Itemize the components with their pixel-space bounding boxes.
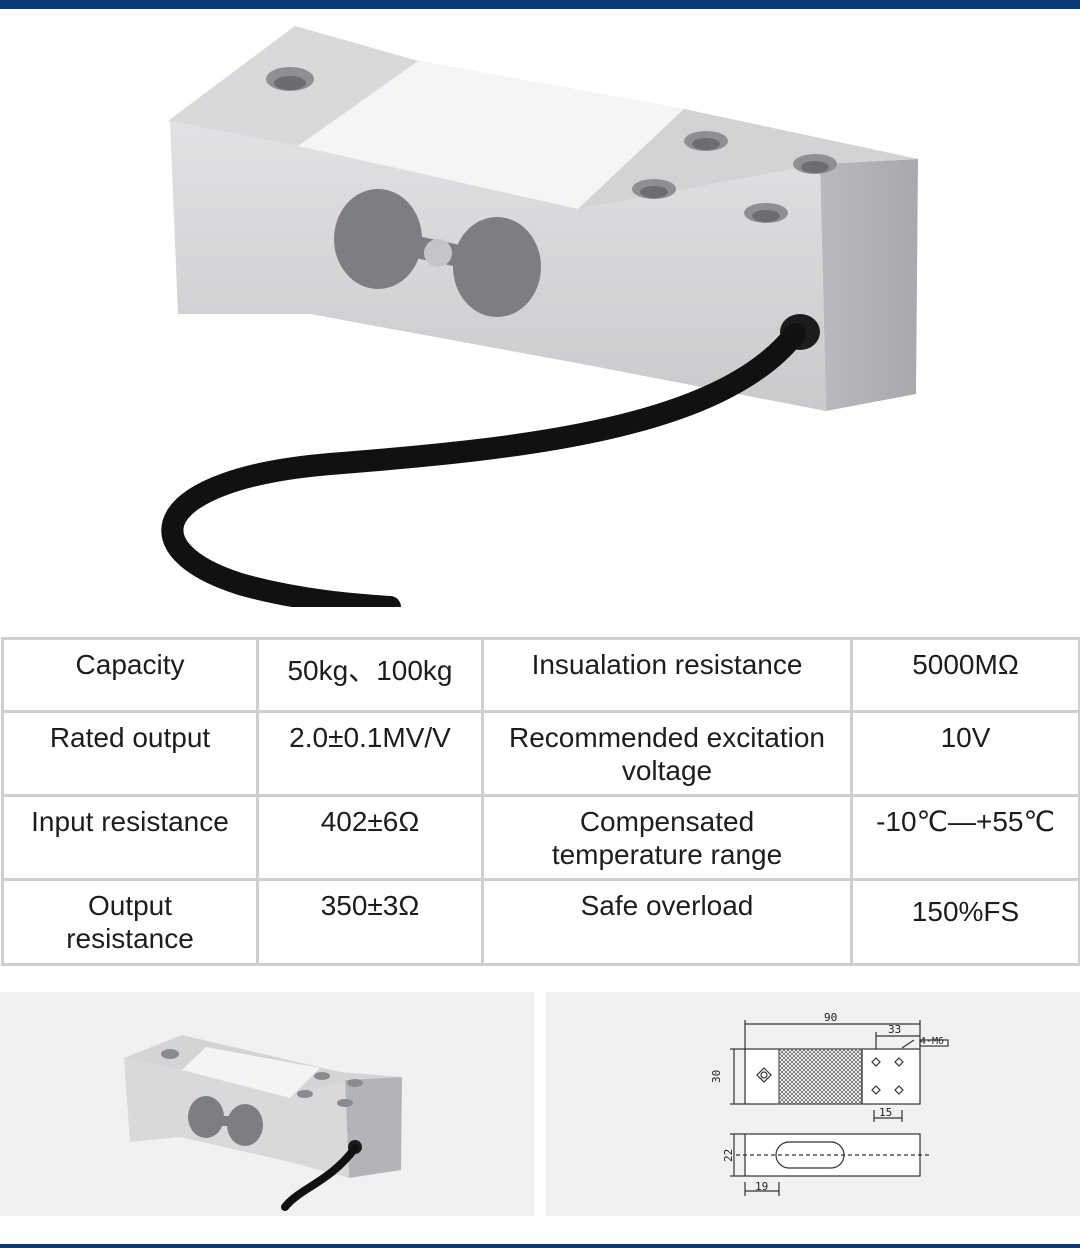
- spec-label: Rated output: [1, 710, 259, 797]
- load-cell-thumbnail-image: [124, 1035, 402, 1211]
- spec-label: Input resistance: [1, 794, 259, 881]
- spec-label: Safe overload: [481, 878, 853, 966]
- spec-value: -10℃—+55℃: [850, 794, 1080, 881]
- specifications-table: Capacity 50kg、100kg Insualation resistan…: [1, 637, 1080, 966]
- dimension-drawing: 90 33 4-M6 30 15 22 19: [710, 1011, 949, 1196]
- table-row: Output resistance 350±3Ω Safe overload 1…: [1, 878, 1080, 966]
- dimension-hole-offset-label: 33: [888, 1023, 901, 1036]
- table-row: Input resistance 402±6Ω Compensated temp…: [1, 794, 1080, 881]
- spec-value: 10V: [850, 710, 1080, 797]
- dimension-height-label: 22: [722, 1149, 735, 1162]
- spec-label: Recommended excitation voltage: [481, 710, 853, 797]
- table-row: Rated output 2.0±0.1MV/V Recommended exc…: [1, 710, 1080, 797]
- spec-value: 50kg、100kg: [256, 637, 484, 713]
- spec-label: Capacity: [1, 637, 259, 713]
- spec-value: 402±6Ω: [256, 794, 484, 881]
- load-cell-product-image: [161, 26, 918, 607]
- product-thumbnail-panel: [0, 992, 534, 1216]
- dimension-drawing-panel: 90 33 4-M6 30 15 22 19: [546, 992, 1080, 1216]
- dimension-width-label: 30: [710, 1070, 723, 1083]
- thread-spec-label: 4-M6: [920, 1036, 944, 1047]
- spec-value: 350±3Ω: [256, 878, 484, 966]
- table-row: Capacity 50kg、100kg Insualation resistan…: [1, 637, 1080, 713]
- dimension-end-offset-label: 19: [755, 1180, 768, 1193]
- spec-label: Output resistance: [1, 878, 259, 966]
- spec-value: 150%FS: [850, 878, 1080, 966]
- spec-label: Compensated temperature range: [481, 794, 853, 881]
- top-accent-bar: [0, 0, 1080, 9]
- spec-value: 5000MΩ: [850, 637, 1080, 713]
- spec-label: Insualation resistance: [481, 637, 853, 713]
- bottom-accent-bar: [0, 1244, 1080, 1248]
- dimension-hole-spacing-label: 15: [879, 1106, 892, 1119]
- dimension-length-label: 90: [824, 1011, 837, 1024]
- spec-value: 2.0±0.1MV/V: [256, 710, 484, 797]
